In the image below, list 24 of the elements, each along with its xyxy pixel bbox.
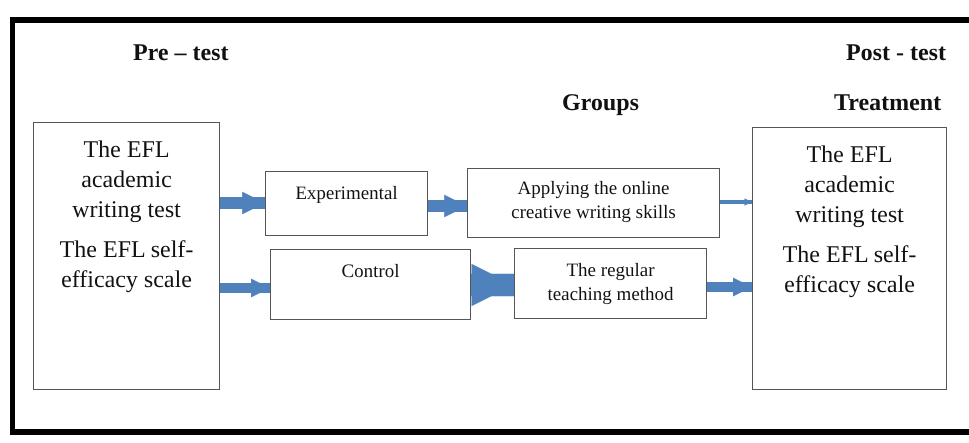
box-text: The EFL academic writing test xyxy=(71,136,182,225)
process-box xyxy=(752,127,947,390)
process-box xyxy=(33,122,220,390)
block-arrow xyxy=(220,192,265,214)
block-arrow xyxy=(707,278,752,296)
stage-heading: Pre – test xyxy=(133,40,229,67)
process-box xyxy=(514,248,707,319)
box-text: Applying the online creative writing skills xyxy=(510,177,677,224)
block-arrow xyxy=(720,198,752,206)
stage-heading: Groups xyxy=(562,90,639,117)
box-text: The EFL academic writing test xyxy=(794,141,905,230)
box-text: The EFL self-efficacy scale xyxy=(58,236,194,295)
process-box xyxy=(270,249,471,320)
box-text: The EFL self-efficacy scale xyxy=(782,241,918,300)
process-box xyxy=(265,171,428,236)
box-text: The regular teaching method xyxy=(546,259,675,306)
box-text: Control xyxy=(340,260,401,284)
stage-heading: Treatment xyxy=(834,90,942,117)
process-box xyxy=(467,168,720,238)
block-arrow xyxy=(471,264,514,306)
stage-heading: Post - test xyxy=(846,40,946,67)
block-arrow xyxy=(428,194,467,218)
box-text: Experimental xyxy=(294,182,399,206)
block-arrow xyxy=(220,278,270,298)
